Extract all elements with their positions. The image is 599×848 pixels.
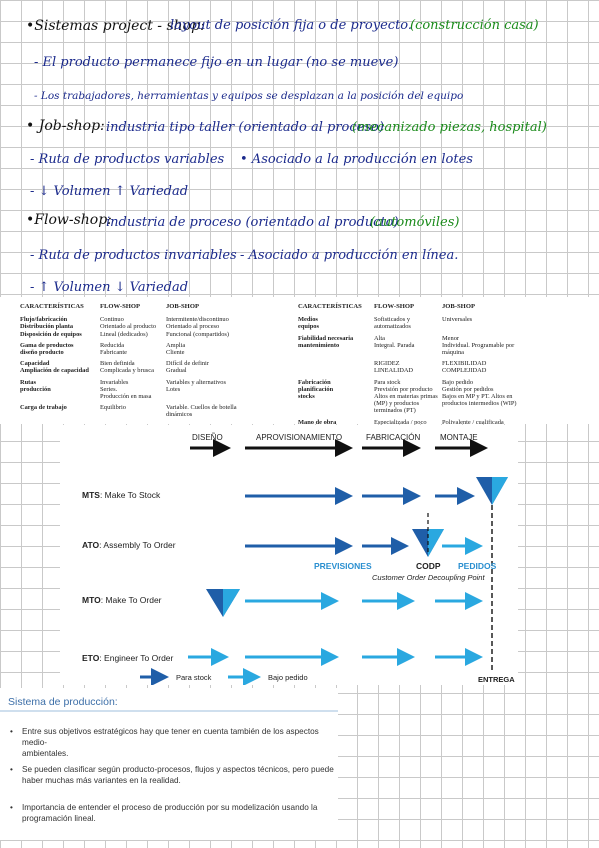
table-cell: Variables y alternativos Lotes [166,378,226,393]
row-label-mts: MTS: Make To Stock [82,490,161,500]
table-cell: Alta Integral. Parada [374,334,415,349]
table-row: Rutas producción Invariables Series. Prod… [18,379,288,405]
table-cell: Medios equipos [298,316,319,331]
table-header-row: CARACTERÍSTICAS FLOW-SHOP JOB-SHOP [296,303,588,316]
table-row: Fabricación planificación stocks Para sto… [296,379,588,419]
table-cell: Intermitente/discontinuo Orientado al pr… [166,316,230,338]
table-cell: Amplia Cliente [166,341,186,357]
stage-label-diseno: DISEÑO [192,433,223,442]
bullet-item-2: •Se pueden clasificar según producto-pro… [10,765,334,785]
note-workers-move: - Los trabajadores, herramientas y equip… [34,90,464,102]
table-row: Carga de trabajo Equilibrio Variable. Cuel… [18,404,288,422]
production-strategy-diagram: DISEÑO APROVISIONAMIENTO FABRICACIÓN MON… [60,425,518,685]
row-label-mto: MTO: Make To Order [82,595,162,605]
legend-label-pedido: Bajo pedido [268,673,308,682]
note-project-shop: •Sistemas project - shop: [26,18,205,34]
pedidos-label: PEDIDOS [458,561,497,571]
table-cell: Difícil de definir Gradual [166,360,209,375]
mto-decoupling-triangle-shade [223,589,240,617]
row-label-ato: ATO: Assembly To Order [82,540,176,550]
table-cell: Fabricación planificación stocks [298,378,334,401]
note-job-shop-desc: industria tipo taller (orientado al proc… [106,120,384,135]
codp-full-label: Customer Order Decoupling Point [372,573,485,582]
mts-decoupling-triangle-shade [492,477,508,505]
note-line-production: - Asociado a producción en línea. [240,248,459,263]
characteristics-tables: CARACTERÍSTICAS FLOW-SHOP JOB-SHOP Flujo/f… [0,297,599,433]
stage-label-montaje: MONTAJE [440,433,478,442]
table-cell: Capacidad Ampliación de capacidad [20,360,89,375]
table-cell: Mano de obra [298,418,337,426]
table-row: RIGIDEZ LINEALIDAD FLEXIBILIDAD COMPLEJID… [296,360,588,378]
section-title: Sistema de producción: [8,696,118,708]
title-underline [0,710,338,712]
note-project-shop-desc: layout de posición fija o de proyecto. [170,18,413,33]
table-cell [296,360,372,378]
table-cell: RIGIDEZ LINEALIDAD [374,360,414,375]
note-high-volume: - ↑ Volumen ↓ Variedad [30,280,189,295]
table-cell: Universales [442,316,473,324]
table-header-cell: CARACTERÍSTICAS [20,303,84,310]
table-header-cell: FLOW-SHOP [374,303,415,310]
table-cell: Continuo Orientado al producto Lineal (d… [100,316,157,338]
table-cell: Menor Individual. Programable por máquin… [442,334,515,357]
note-fixed-product: - El producto permanece fijo en un lugar… [34,55,399,70]
table-cell: Equilibrio [100,404,126,412]
table-cell: Invariables Series. Producción en masa [100,378,152,401]
legend-label-stock: Para stock [176,673,212,682]
bullet-text-1: Entre sus objetivos estratégicos hay que… [22,727,319,758]
table-cell: Fiabilidad necesaria mantenimiento [298,334,354,349]
table-row: Flujo/fabricación Distribución planta Di… [18,316,288,342]
table-cell: Bien definida Complicada y brusca [100,360,154,375]
table-cell: FLEXIBILIDAD COMPLEJIDAD [442,360,487,375]
note-low-volume: - ↓ Volumen ↑ Variedad [30,184,189,199]
stage-label-aprovisionamiento: APROVISIONAMIENTO [256,433,343,442]
table-cell: Polivalente / cualificada [442,418,504,426]
table-header-cell: FLOW-SHOP [100,303,141,310]
note-invariable-routes: - Ruta de productos invariables [30,248,237,263]
production-system-summary: Sistema de producción: •Entre sus objeti… [0,688,338,840]
stage-label-fabricacion: FABRICACIÓN [366,433,421,442]
bullet-text-2: Se pueden clasificar según producto-proc… [22,765,334,785]
table-cell: Bajo pedido Gestión por pedidos Bajos en… [442,378,517,408]
previsiones-label: PREVISIONES [314,561,372,571]
table-cell: Reducida Fabricante [100,341,127,357]
ato-codp-triangle-shade [428,529,444,557]
table-row: Gama de productos diseño producto Reducid… [18,342,288,360]
row-label-eto: ETO: Engineer To Order [82,653,174,663]
table-cell: Para stock Previsión por producto Altos … [374,378,438,415]
note-project-shop-example: (construcción casa) [410,18,539,33]
note-flow-shop-example: (automóviles) [370,215,460,230]
note-batch-production: • Asociado a la producción en lotes [240,152,473,167]
table-header-cell: CARACTERÍSTICAS [298,303,362,310]
bullet-item-3: •Importancia de entender el proceso de p… [10,803,318,823]
codp-label: CODP [416,561,441,571]
characteristics-table-2: CARACTERÍSTICAS FLOW-SHOP JOB-SHOP Medios … [296,303,588,437]
table-header-cell: JOB-SHOP [442,303,475,310]
table-cell: Gama de productos diseño producto [20,341,74,357]
table-cell: Variable. Cuellos de botella dinámicos [166,404,237,419]
note-flow-shop: •Flow-shop: [26,212,112,228]
entrega-label: ENTREGA [478,675,515,684]
note-flow-shop-desc: industria de proceso (orientado al produ… [106,215,399,230]
bullet-text-3: Importancia de entender el proceso de pr… [22,803,318,823]
characteristics-table-1: CARACTERÍSTICAS FLOW-SHOP JOB-SHOP Flujo/f… [18,303,288,423]
table-cell: Carga de trabajo [20,404,67,412]
bullet-item-1: •Entre sus objetivos estratégicos hay qu… [10,726,338,759]
diagram-arrows [140,439,508,685]
note-job-shop: • Job-shop: [26,118,105,134]
table-row: Capacidad Ampliación de capacidad Bien de… [18,360,288,378]
table-cell: Rutas producción [20,378,51,393]
note-job-shop-example: (mecanizado piezas, hospital) [352,120,547,135]
table-row: Fiabilidad necesaria mantenimiento Alta I… [296,335,588,361]
table-header-cell: JOB-SHOP [166,303,199,310]
table-cell: Sofisticados y automatizados [374,316,411,331]
note-variable-routes: - Ruta de productos variables [30,152,225,167]
table-header-row: CARACTERÍSTICAS FLOW-SHOP JOB-SHOP [18,303,288,316]
table-row: Medios equipos Sofisticados y automatizad… [296,316,588,334]
table-cell: Flujo/fabricación Distribución planta Di… [20,316,82,338]
